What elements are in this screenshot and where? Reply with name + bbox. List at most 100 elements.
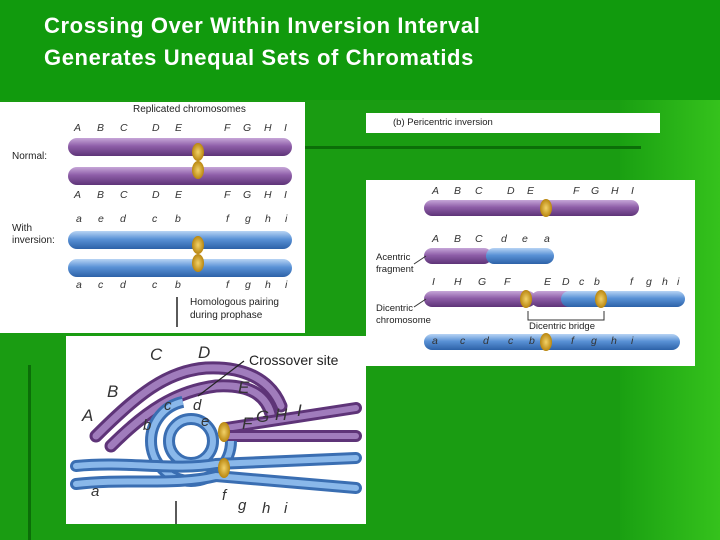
centromere — [218, 458, 230, 478]
gene-label: d — [193, 397, 202, 414]
gene-label: h — [265, 213, 271, 225]
centromere — [192, 254, 204, 272]
chromosome-drawing — [68, 138, 292, 327]
background-band — [0, 0, 720, 100]
gene-label: d — [501, 233, 507, 245]
gene-label: I — [297, 401, 302, 420]
heading-replicated: Replicated chromosomes — [133, 104, 246, 115]
gene-label: E — [527, 185, 535, 197]
gene-label: a — [76, 279, 82, 291]
gene-label: H — [611, 185, 619, 197]
gene-label: F — [224, 122, 231, 134]
gene-label: B — [454, 233, 462, 245]
gene-label: E — [175, 122, 183, 134]
gene-label: g — [245, 213, 251, 225]
acentric-pointer — [413, 255, 427, 265]
slide-title: Crossing Over Within Inversion Interval … — [44, 10, 480, 74]
gene-label: G — [243, 122, 252, 134]
products-drawing — [413, 199, 685, 351]
crossover-products-panel: Acentric fragment Dicentric chromosome D… — [366, 180, 695, 366]
gene-label: e — [98, 213, 104, 225]
gene-label: f — [226, 279, 229, 291]
gene-label: f — [226, 213, 229, 225]
gene-label: g — [245, 279, 251, 291]
acentric-label-1: Acentric — [376, 252, 411, 263]
gene-label: d — [483, 335, 489, 347]
gene-label: C — [475, 233, 483, 245]
normal-chromatid-2 — [68, 167, 292, 185]
gene-label: I — [432, 276, 435, 288]
gene-label: G — [243, 189, 252, 201]
gene-label: A — [432, 233, 440, 245]
gene-label: F — [224, 189, 231, 201]
gene-label: b — [175, 279, 181, 291]
centromere — [595, 290, 607, 308]
gene-label: f — [571, 335, 574, 347]
pericentric-label: (b) Pericentric inversion — [393, 117, 493, 128]
crossover-pointer — [197, 360, 245, 397]
product-chromatid-1 — [424, 200, 639, 216]
inversion-loop-drawing — [70, 360, 362, 524]
gene-label: G — [591, 185, 600, 197]
centromere — [540, 199, 552, 217]
gene-label: c — [152, 213, 158, 225]
gene-label: B — [97, 122, 105, 134]
gene-label: i — [677, 276, 680, 288]
acentric-label-2: fragment — [376, 264, 414, 275]
gene-label: i — [631, 335, 634, 347]
gene-label: D — [198, 343, 211, 362]
gene-label: E — [175, 189, 183, 201]
gene-label: c — [164, 397, 172, 414]
title-line-1: Crossing Over Within Inversion Interval — [44, 13, 481, 38]
gene-label: h — [265, 279, 271, 291]
gene-label: h — [611, 335, 617, 347]
label-normal: Normal: — [12, 151, 48, 162]
dicentric-label-1: Dicentric — [376, 303, 413, 314]
gene-label: b — [175, 213, 181, 225]
gene-label: A — [432, 185, 440, 197]
gene-label: h — [662, 276, 668, 288]
pericentric-inversion-header: (b) Pericentric inversion — [366, 113, 660, 133]
gene-label: c — [152, 279, 158, 291]
gene-label: B — [97, 189, 105, 201]
decorative-line — [28, 365, 31, 540]
gene-label: C — [120, 189, 128, 201]
gene-label: D — [507, 185, 515, 197]
gene-label: c — [460, 335, 466, 347]
gene-label: B — [107, 382, 119, 401]
centromere — [218, 422, 230, 442]
gene-label: c — [508, 335, 514, 347]
centromere — [192, 236, 204, 254]
gene-label: a — [432, 335, 438, 347]
gene-label: e — [522, 233, 528, 245]
gene-label: B — [454, 185, 462, 197]
gene-label: A — [74, 122, 82, 134]
gene-label: E — [544, 276, 552, 288]
caption-prophase: during prophase — [190, 310, 263, 321]
caption-homologous: Homologous pairing — [190, 297, 279, 308]
gene-label: i — [284, 500, 288, 517]
gene-label: c — [579, 276, 585, 288]
gene-label: i — [285, 213, 288, 225]
gene-label: D — [562, 276, 570, 288]
gene-label: h — [262, 500, 271, 517]
normal-chromatid-1 — [68, 138, 292, 156]
gene-label: a — [91, 483, 100, 500]
gene-label: b — [529, 335, 535, 347]
crossover-site-label: Crossover site — [249, 352, 339, 368]
gene-label: F — [242, 414, 253, 433]
gene-label: D — [152, 189, 160, 201]
gene-label: d — [120, 279, 126, 291]
dicentric-purple-part — [424, 291, 536, 307]
gene-label: I — [284, 189, 287, 201]
gene-label: c — [98, 279, 104, 291]
dicentric-pointer — [413, 298, 427, 308]
gene-label: g — [591, 335, 597, 347]
acentric-fragment-blue — [486, 248, 554, 264]
centromere — [520, 290, 532, 308]
dicentric-label-2: chromosome — [376, 315, 431, 326]
centromere — [540, 333, 552, 351]
gene-label: E — [238, 378, 250, 397]
bridge-bracket — [527, 311, 605, 321]
gene-label: A — [82, 406, 94, 425]
